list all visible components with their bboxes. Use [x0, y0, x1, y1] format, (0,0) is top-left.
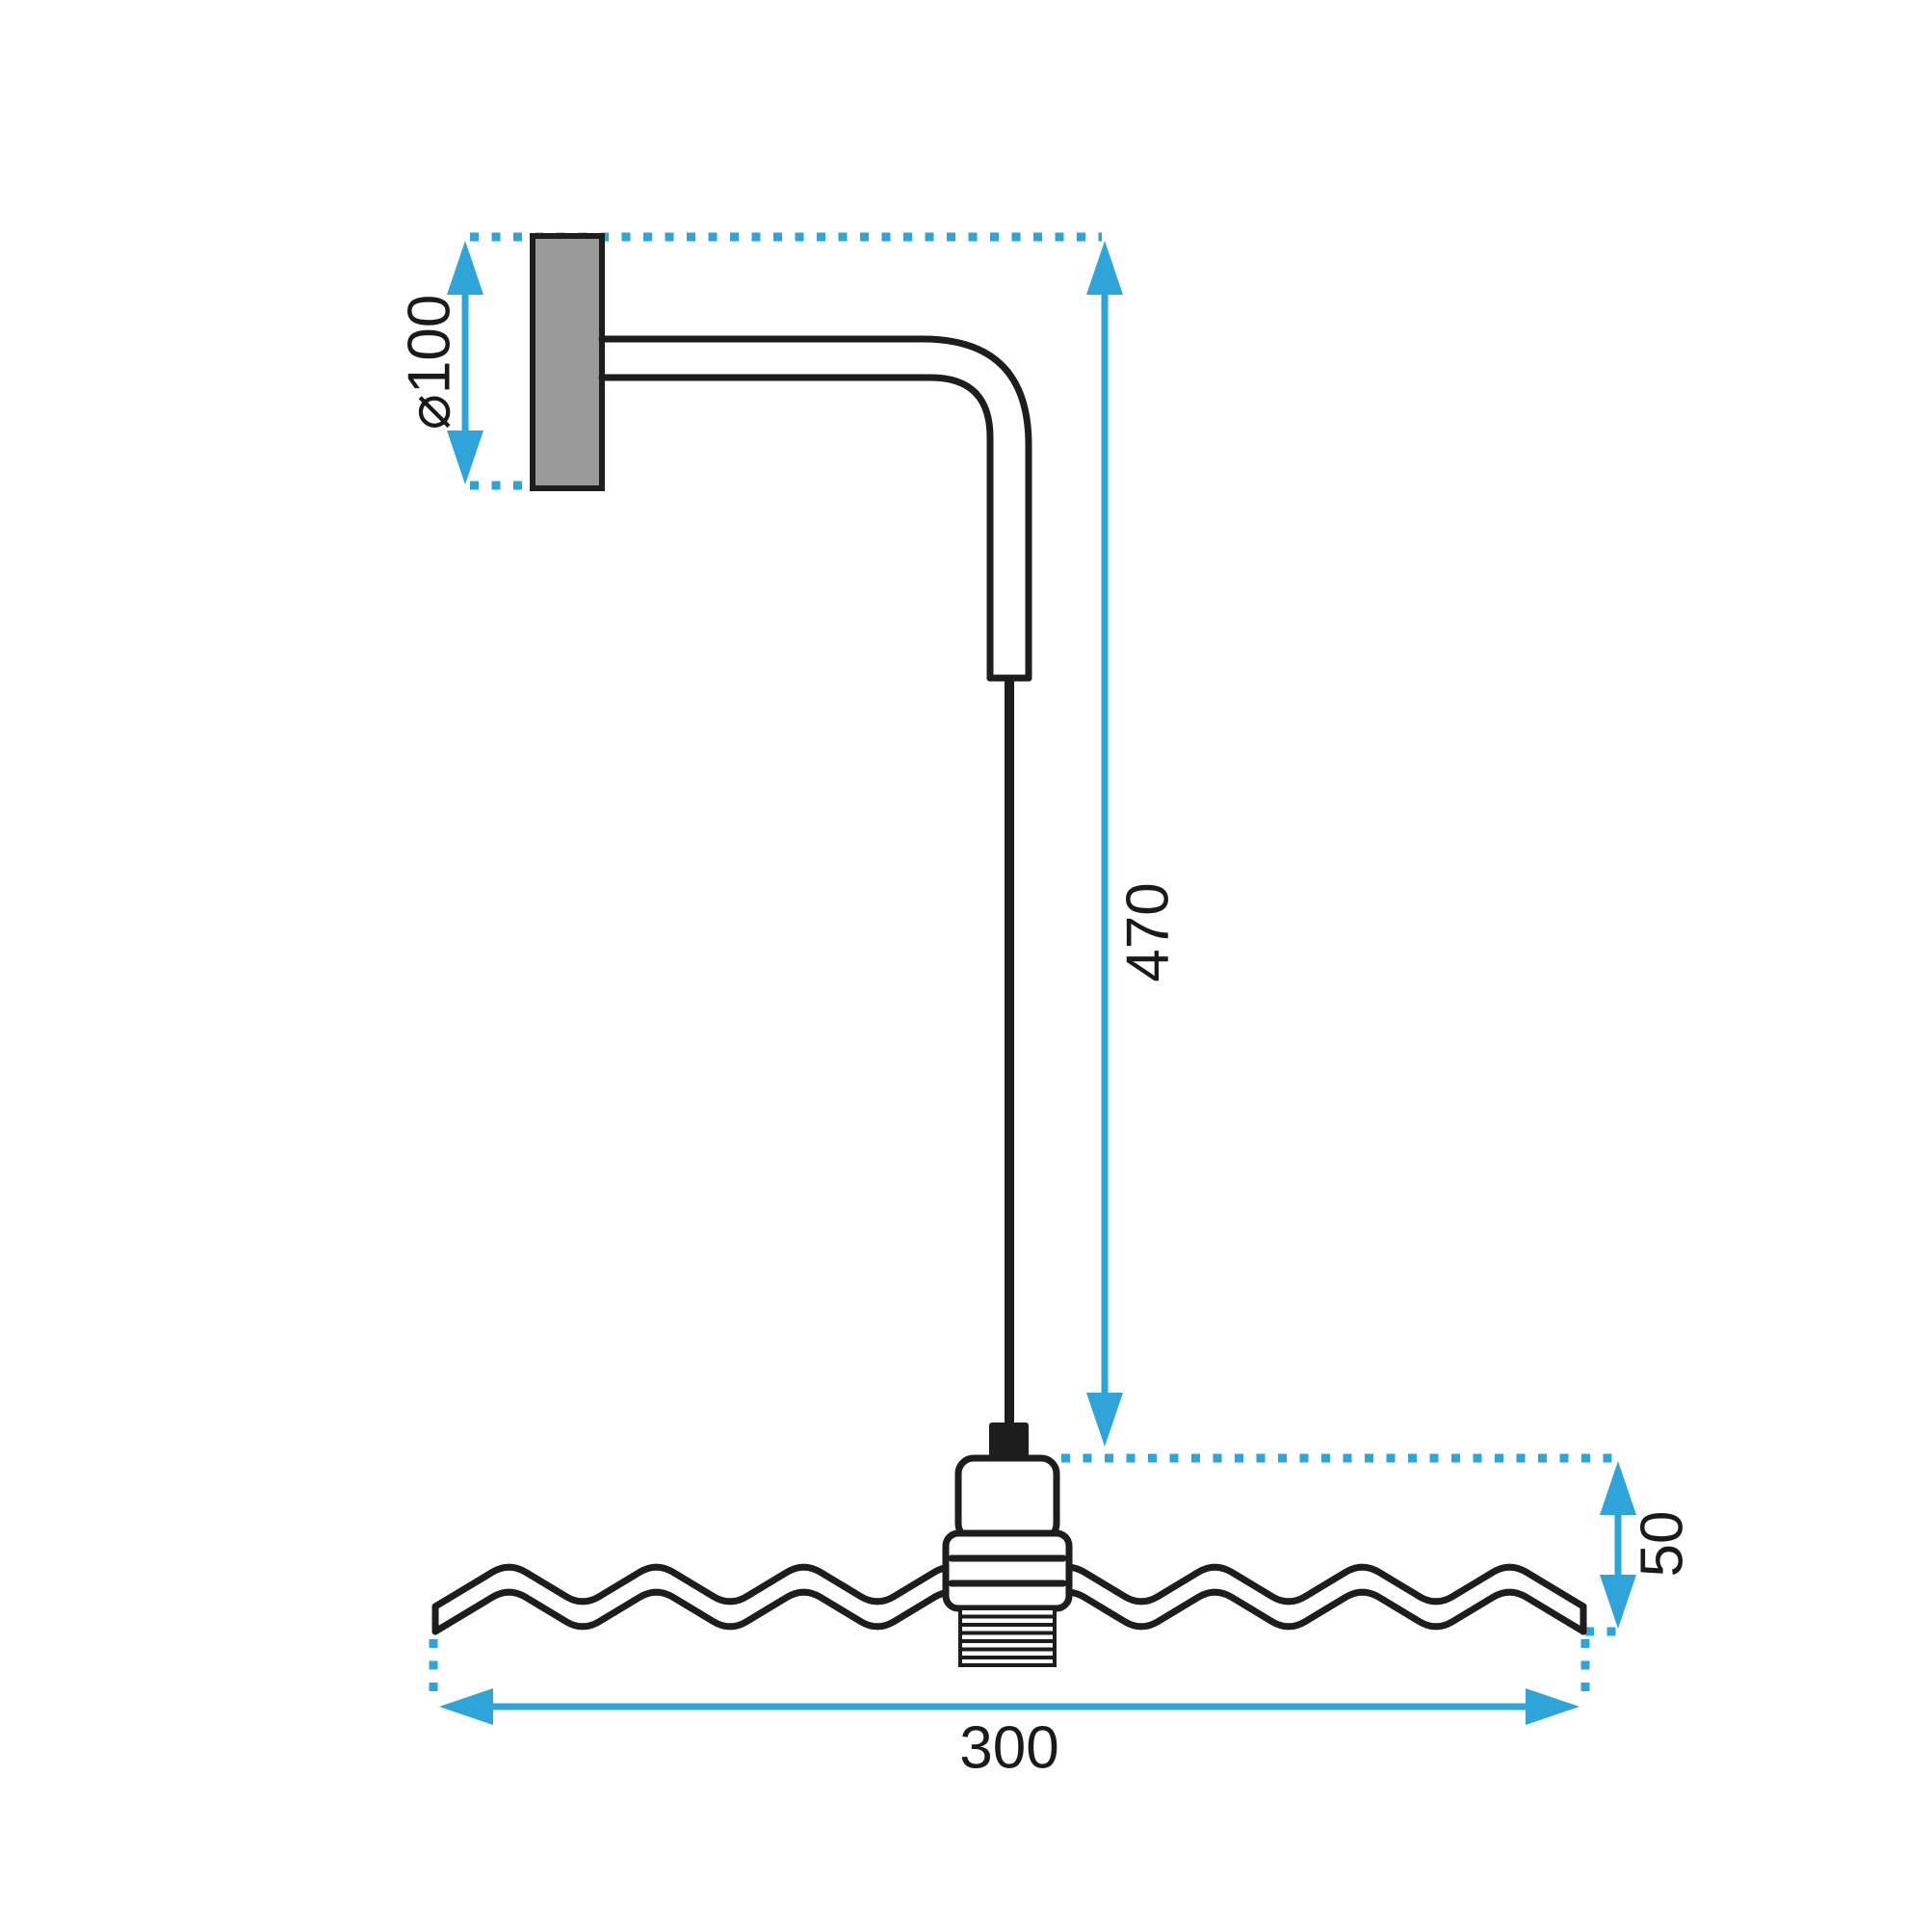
drop-height-label: 470	[1115, 882, 1182, 981]
arrowhead-up-icon	[1086, 241, 1123, 295]
arrowhead-down-icon	[447, 431, 483, 484]
dimension-shade-width: 300	[439, 1688, 1580, 1782]
shade-top-contour-left	[431, 1563, 1029, 1610]
socket-cap	[954, 1454, 1060, 1543]
dimension-shade-depth: 50	[1600, 1461, 1696, 1629]
arrowhead-up-icon	[1600, 1461, 1636, 1515]
shade-depth-label: 50	[1630, 1511, 1696, 1578]
dimension-plate-diameter: ⌀100	[397, 241, 483, 484]
shade-bottom-contour-left	[431, 1588, 1029, 1635]
wall-mount	[530, 233, 1032, 682]
shade-top-contour-right	[990, 1563, 1587, 1610]
dimension-drop-height: 470	[1086, 241, 1182, 1447]
arm-inner-contour	[598, 374, 994, 682]
socket-collar-body	[942, 1529, 1073, 1612]
socket-thread-ridges	[962, 1614, 1053, 1659]
wall-plate	[530, 233, 605, 491]
arm-outer-contour	[598, 335, 1032, 682]
shade-bottom-contour-right	[990, 1588, 1587, 1635]
corrugated-shade	[431, 1563, 1587, 1635]
suspension-cord	[1005, 678, 1014, 1425]
arrowhead-down-icon	[1600, 1575, 1636, 1629]
plate-diameter-label: ⌀100	[397, 295, 463, 431]
cord-strain-relief	[989, 1423, 1029, 1461]
arrowhead-right-icon	[1526, 1688, 1580, 1725]
arrowhead-down-icon	[1086, 1393, 1123, 1447]
arrowhead-up-icon	[447, 241, 483, 295]
extension-lines	[429, 232, 1622, 1703]
shade-width-label: 300	[959, 1715, 1058, 1782]
lamp-socket	[942, 1423, 1073, 1667]
arrowhead-left-icon	[439, 1688, 493, 1725]
